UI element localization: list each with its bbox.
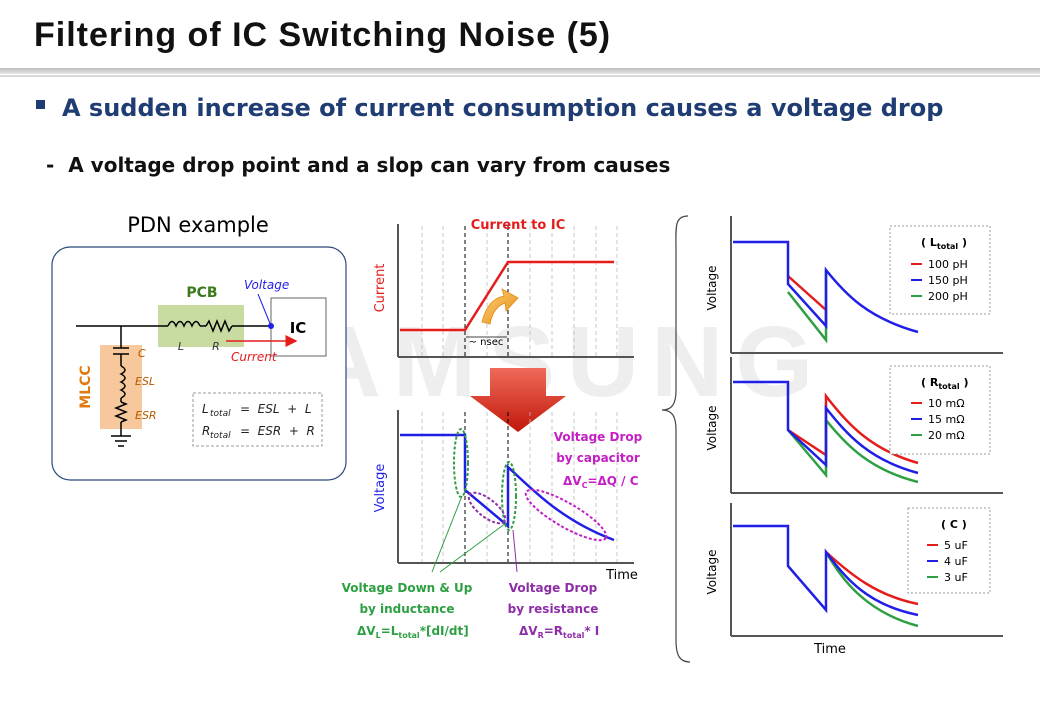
sub-heading-text: A voltage drop point and a slop can vary…: [68, 153, 671, 177]
cap-equation: ΔVC=ΔQ / C: [563, 474, 639, 490]
equation-box: [192, 392, 323, 447]
res-callout-line2: by resistance: [508, 602, 599, 616]
pdn-title: PDN example: [127, 213, 269, 237]
r-chart-voltage-label: Voltage: [705, 405, 719, 450]
rising-arrow-icon: [481, 288, 519, 325]
inductance-rise-ellipse: [501, 461, 517, 531]
esr-resistor-symbol: [113, 401, 129, 423]
pdn-example: PDN example PCB MLCC IC Voltage L R Curr…: [51, 213, 347, 481]
r-legend-box: [889, 365, 991, 455]
current-step-line: [400, 260, 614, 332]
r-legend-item-2: 15 mΩ: [928, 413, 965, 426]
nsec-label: ~ nsec: [469, 337, 504, 348]
ic-block: [270, 297, 327, 357]
current-label: Current: [231, 350, 278, 364]
main-heading: A sudden increase of current consumption…: [62, 94, 944, 122]
sub-heading: - A voltage drop point and a slop can va…: [46, 153, 671, 177]
pcb-resistor-symbol: [205, 318, 233, 334]
l-chart-voltage-label: Voltage: [705, 265, 719, 310]
l-series-150ph: [733, 240, 919, 334]
c-series-4uf: [733, 524, 919, 617]
l-legend-item-1: 100 pH: [928, 258, 968, 271]
res-equation: ΔVR=Rtotal* I: [519, 624, 599, 640]
cap-callout-line2: by capacitor: [556, 451, 640, 465]
ic-label: IC: [290, 319, 307, 337]
r-legend-item-1: 10 mΩ: [928, 397, 965, 410]
mlcc-label: MLCC: [78, 365, 94, 408]
page-title: Filtering of IC Switching Noise (5): [34, 16, 612, 54]
l-total-chart: Voltage ( Ltotal ) 100 pH 150 pH 200 pH: [705, 216, 1003, 354]
inductance-drop-ellipse: [453, 428, 469, 498]
ind-callout-line2: by inductance: [359, 602, 454, 616]
l-legend-title: ( Ltotal ): [921, 236, 967, 251]
r-total-chart: Voltage ( Rtotal ) 10 mΩ 15 mΩ 20 mΩ: [705, 357, 1003, 494]
current-axis-label: Current: [373, 264, 388, 313]
eq-r-lhs: R: [202, 424, 210, 438]
title-rule: [0, 68, 1040, 74]
voltage-node-label: Voltage: [244, 278, 289, 292]
c-legend-item-2: 4 uF: [944, 555, 968, 568]
c-legend-title: ( C ): [941, 518, 967, 531]
eq-r-sub: total: [210, 431, 231, 441]
l-legend-item-3: 200 pH: [928, 290, 968, 303]
c-chart-voltage-label: Voltage: [705, 549, 719, 594]
c-series-5uf: [825, 551, 919, 606]
current-chart: Current to IC Current ~ nsec: [373, 218, 634, 358]
cap-callout-line1: Voltage Drop: [554, 430, 643, 444]
r-series-15mohm: [733, 380, 919, 475]
resistance-ellipse: [467, 491, 507, 525]
c-legend-item-1: 5 uF: [944, 539, 968, 552]
eq-l-rhs: = ESL + L: [240, 402, 312, 416]
curly-brace: [661, 215, 691, 663]
esr-label: ESR: [135, 409, 157, 422]
square-bullet-icon: [36, 100, 45, 109]
current-chart-title: Current to IC: [471, 218, 565, 233]
eq-l-lhs: L: [202, 402, 209, 416]
right-time-axis-label: Time: [813, 642, 846, 657]
pcb-l-label: L: [178, 340, 184, 353]
c-legend-item-3: 3 uF: [944, 571, 968, 584]
esl-label: ESL: [135, 375, 155, 388]
r-series-10mohm: [787, 392, 919, 465]
ind-callout-line1: Voltage Down & Up: [342, 581, 473, 595]
capacitor-ellipse: [524, 488, 608, 542]
title-rule-thin: [0, 75, 1040, 77]
l-legend-box: [889, 225, 991, 315]
voltage-chart: Voltage Time Voltage Drop by capacitor V…: [342, 410, 643, 640]
pcb-label: PCB: [186, 285, 217, 301]
r-legend-title: ( Rtotal ): [921, 376, 968, 391]
res-callout-line1: Voltage Drop: [509, 581, 598, 595]
c-chart: Voltage Time ( C ) 5 uF 4 uF 3 uF: [705, 503, 1003, 657]
pcb-inductor-symbol: [167, 320, 201, 328]
time-axis-label: Time: [605, 568, 638, 583]
eq-l-sub: total: [210, 409, 231, 419]
ind-equation: ΔVL=Ltotal*[dI/dt]: [357, 624, 469, 640]
esl-inductor-symbol: [119, 365, 126, 399]
down-arrow-icon: [470, 368, 566, 432]
c-legend-box: [907, 507, 991, 594]
voltage-axis-label: Voltage: [373, 464, 388, 513]
pcb-r-label: R: [212, 340, 220, 353]
r-legend-item-3: 20 mΩ: [928, 429, 965, 442]
c-label: C: [138, 347, 146, 360]
eq-r-rhs: = ESR + R: [240, 424, 315, 438]
l-legend-item-2: 150 pH: [928, 274, 968, 287]
